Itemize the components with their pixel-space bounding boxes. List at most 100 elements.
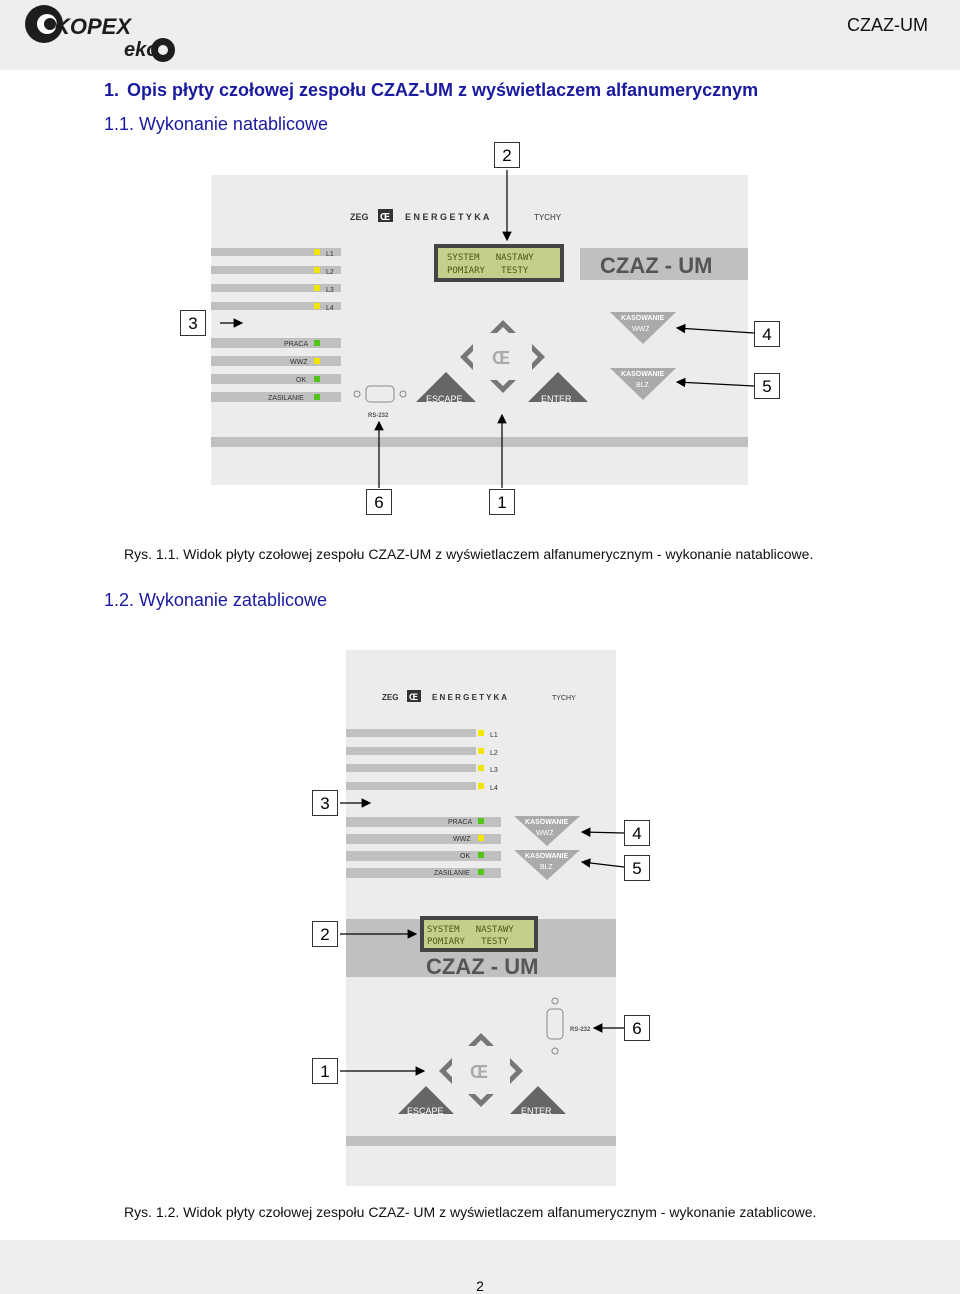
led-l2: L2 xyxy=(478,748,498,757)
section-number: 1. xyxy=(104,80,120,100)
enter-button[interactable]: ENTER xyxy=(510,1086,566,1116)
subsection-title-text: Wykonanie zatablicowe xyxy=(139,590,327,610)
svg-text:OK: OK xyxy=(296,377,306,384)
svg-text:L4: L4 xyxy=(490,785,498,792)
svg-text:WWZ: WWZ xyxy=(536,830,554,837)
arrow-right-button[interactable] xyxy=(510,1058,523,1084)
svg-text:WWZ: WWZ xyxy=(290,359,308,366)
callout-2: 2 xyxy=(494,142,520,168)
rs232-port[interactable] xyxy=(353,385,407,403)
reset-wwz-button[interactable]: KASOWANIE WWZ xyxy=(514,816,580,846)
enter-button[interactable]: ENTER xyxy=(528,372,588,404)
svg-text:KASOWANIE: KASOWANIE xyxy=(525,853,569,860)
svg-text:L3: L3 xyxy=(326,287,334,294)
callout-4: 4 xyxy=(624,820,650,846)
svg-text:Œ: Œ xyxy=(380,212,390,223)
ce-logo-icon: Œ xyxy=(492,348,510,368)
svg-text:PRACA: PRACA xyxy=(284,341,308,348)
led-wwz: WWZ xyxy=(290,358,320,366)
model-label: CZAZ - UM xyxy=(600,253,712,278)
led-zasilanie: ZASILANIE xyxy=(434,869,484,877)
rs232-label: RS-232 xyxy=(368,413,389,419)
arrow-up-button[interactable] xyxy=(468,1033,494,1046)
svg-text:PRACA: PRACA xyxy=(448,819,472,826)
led-l4: L4 xyxy=(314,303,334,312)
ce-logo-icon: Œ xyxy=(470,1062,488,1082)
callout-5: 5 xyxy=(624,855,650,881)
svg-text:WWZ: WWZ xyxy=(632,326,650,333)
section-title-text: Opis płyty czołowej zespołu CZAZ-UM z wy… xyxy=(127,80,759,100)
subsection-title-2: 1.2. Wykonanie zatablicowe xyxy=(104,590,327,611)
led-praca: PRACA xyxy=(284,340,320,348)
svg-text:L4: L4 xyxy=(326,305,334,312)
svg-text:KASOWANIE: KASOWANIE xyxy=(621,371,665,378)
arrow-up-button[interactable] xyxy=(490,320,516,333)
lcd-line-2: POMIARY TESTY xyxy=(427,937,509,947)
rs232-port[interactable] xyxy=(546,997,564,1055)
led-ok: OK xyxy=(296,376,320,384)
svg-text:L1: L1 xyxy=(490,732,498,739)
model-label: CZAZ - UM xyxy=(426,954,538,979)
kopex-eko-logo: KOPEX eko xyxy=(25,5,175,62)
reset-wwz-button[interactable]: KASOWANIE WWZ xyxy=(610,312,676,344)
led-l3: L3 xyxy=(478,765,498,774)
svg-text:Œ: Œ xyxy=(409,692,418,702)
led-l3: L3 xyxy=(314,285,334,294)
subsection-number: 1.2. xyxy=(104,590,135,610)
svg-text:L1: L1 xyxy=(326,251,334,258)
ce-logo-icon: Œ xyxy=(378,209,393,223)
figure-1-caption: Rys. 1.1. Widok płyty czołowej zespołu C… xyxy=(124,546,814,562)
svg-text:KASOWANIE: KASOWANIE xyxy=(621,315,665,322)
led-l2: L2 xyxy=(314,267,334,276)
svg-text:KASOWANIE: KASOWANIE xyxy=(525,819,569,826)
brand-name: E N E R G E T Y K A xyxy=(405,212,490,222)
figure-1-panel: ZEG Œ E N E R G E T Y K A TYCHY L1 L2 L3… xyxy=(211,170,755,488)
arrow-right-button[interactable] xyxy=(532,344,545,370)
footer-band xyxy=(0,1240,960,1294)
callout-3: 3 xyxy=(312,790,338,816)
arrow-down-button[interactable] xyxy=(490,380,516,393)
document-code: CZAZ-UM xyxy=(847,15,928,35)
led-l1: L1 xyxy=(314,249,334,258)
figure-2-caption: Rys. 1.2. Widok płyty czołowej zespołu C… xyxy=(124,1204,817,1220)
arrow-left-button[interactable] xyxy=(439,1058,452,1084)
svg-text:ZASILANIE: ZASILANIE xyxy=(268,395,304,402)
svg-text:ZASILANIE: ZASILANIE xyxy=(434,870,470,877)
svg-text:L3: L3 xyxy=(490,767,498,774)
lcd-line-1: SYSTEM NASTAWY xyxy=(447,253,534,263)
svg-text:BLZ: BLZ xyxy=(540,864,554,871)
svg-text:L2: L2 xyxy=(490,750,498,757)
led-praca: PRACA xyxy=(448,818,484,826)
callout-1: 1 xyxy=(312,1058,338,1084)
ce-logo-icon: Œ xyxy=(407,690,421,702)
callout-4: 4 xyxy=(754,321,780,347)
escape-button[interactable]: ESCAPE xyxy=(398,1086,454,1116)
subsection-title-text: Wykonanie natablicowe xyxy=(139,114,328,134)
svg-text:OK: OK xyxy=(460,853,470,860)
figure-2-panel: ZEG Œ E N E R G E T Y K A TYCHY L1 L2 L3… xyxy=(340,650,625,1186)
svg-text:ENTER: ENTER xyxy=(521,1106,552,1116)
callout-2: 2 xyxy=(312,921,338,947)
panel-body xyxy=(211,175,748,485)
svg-text:ESCAPE: ESCAPE xyxy=(407,1106,444,1116)
callout-1: 1 xyxy=(489,489,515,515)
callout-3: 3 xyxy=(180,310,206,336)
logo-sub-text: eko xyxy=(124,39,158,61)
section-title: 1. Opis płyty czołowej zespołu CZAZ-UM z … xyxy=(104,80,758,101)
led-zasilanie: ZASILANIE xyxy=(268,394,320,402)
arrow-left-button[interactable] xyxy=(460,344,473,370)
led-l1: L1 xyxy=(478,730,498,739)
svg-text:WWZ: WWZ xyxy=(453,836,471,843)
svg-text:ENTER: ENTER xyxy=(541,394,572,404)
reset-blz-button[interactable]: KASOWANIE BLZ xyxy=(514,850,580,880)
arrow-down-button[interactable] xyxy=(468,1094,494,1107)
rs232-label: RS-232 xyxy=(570,1027,591,1033)
svg-text:BLZ: BLZ xyxy=(636,382,650,389)
logo-main-text: KOPEX xyxy=(54,14,132,39)
page-number: 2 xyxy=(476,1278,484,1294)
brand-city: TYCHY xyxy=(534,213,562,222)
reset-blz-button[interactable]: KASOWANIE BLZ xyxy=(610,368,676,400)
led-ok: OK xyxy=(460,852,484,860)
escape-button[interactable]: ESCAPE xyxy=(416,372,476,404)
subsection-title-1: 1.1. Wykonanie natablicowe xyxy=(104,114,328,135)
